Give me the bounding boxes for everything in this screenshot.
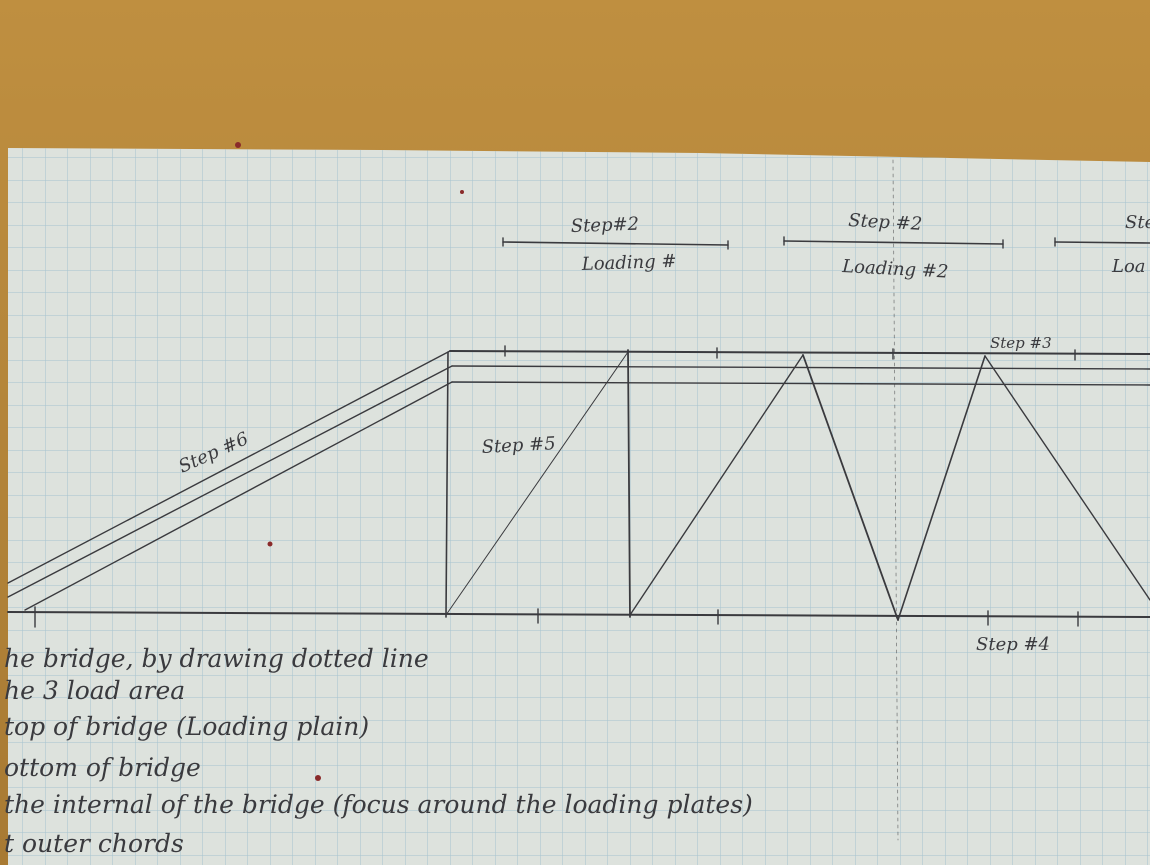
- label-step3: Step #3: [990, 334, 1052, 352]
- note-line: he 3 load area: [4, 676, 185, 705]
- note-line: t outer chords: [4, 829, 184, 858]
- truss-drawing: [7, 159, 1150, 841]
- label-loading-a: Loading #: [580, 251, 676, 275]
- label-step5: Step #5: [481, 433, 556, 458]
- label-loading-c: Loa: [1111, 256, 1146, 277]
- note-line: he bridge, by drawing dotted line: [4, 644, 429, 673]
- note-line: the internal of the bridge (focus around…: [4, 790, 753, 819]
- label-step2-a: Step#2: [570, 214, 639, 237]
- notes: he bridge, by drawing dotted line he 3 l…: [4, 644, 753, 858]
- label-step4: Step #4: [976, 634, 1050, 655]
- label-step2-b: Step #2: [848, 210, 923, 235]
- grid-paper: [8, 148, 1150, 865]
- note-line: top of bridge (Loading plain): [4, 712, 369, 741]
- note-line: ottom of bridge: [4, 753, 201, 782]
- label-step2-c: Ste: [1125, 212, 1150, 233]
- ink-specks: [235, 142, 464, 781]
